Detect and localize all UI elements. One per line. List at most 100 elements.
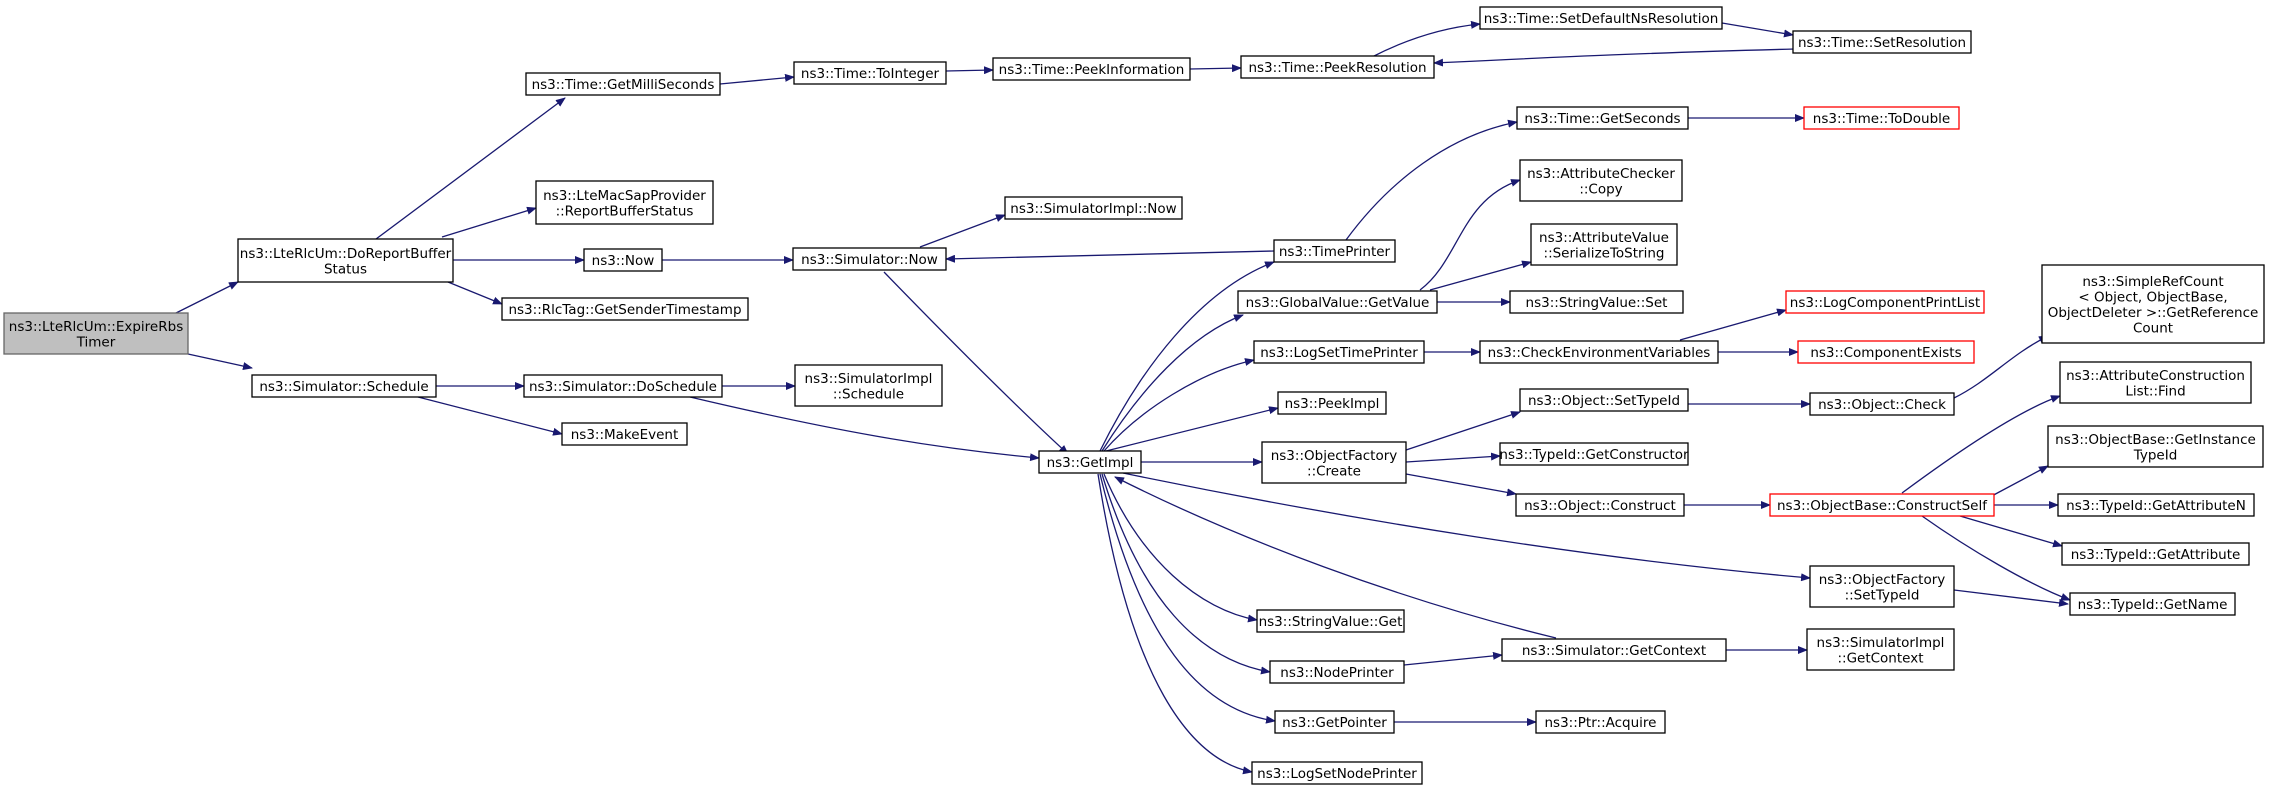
edge-simnow-getimpl — [883, 271, 1069, 455]
node-label: TypeId — [2133, 447, 2178, 463]
node-box — [2061, 542, 2250, 566]
node-peekinfo[interactable]: ns3::Time::PeekInformation — [992, 57, 1191, 81]
node-box — [1237, 290, 1438, 314]
node-label: ns3::Object::Check — [1818, 397, 1946, 413]
node-getpointer[interactable]: ns3::GetPointer — [1274, 710, 1395, 734]
node-strvalset[interactable]: ns3::StringValue::Set — [1509, 290, 1684, 314]
node-box — [1530, 223, 1678, 266]
node-logsettime[interactable]: ns3::LogSetTimePrinter — [1253, 340, 1425, 364]
node-label: ns3::Simulator::GetContext — [1522, 643, 1706, 659]
node-box — [2057, 493, 2255, 517]
node-compexists[interactable]: ns3::ComponentExists — [1797, 340, 1975, 364]
edge-getimpl-globalval — [1101, 314, 1244, 452]
node-label: ns3::Time::ToDouble — [1813, 111, 1950, 127]
edge-obconstructself-obgetinstance — [1987, 465, 2049, 499]
node-label: ns3::SimulatorImpl::Now — [1010, 201, 1176, 217]
node-makeevent[interactable]: ns3::MakeEvent — [561, 422, 688, 446]
edge-doreport-getmilli — [375, 97, 566, 240]
node-peekres[interactable]: ns3::Time::PeekResolution — [1240, 55, 1435, 79]
node-box — [1535, 710, 1666, 734]
node-label: ns3::PeekImpl — [1285, 396, 1380, 412]
node-box — [1261, 441, 1407, 484]
node-logsetnode[interactable]: ns3::LogSetNodePrinter — [1251, 761, 1423, 785]
node-obconstructself[interactable]: ns3::ObjectBase::ConstructSelf — [1769, 493, 1995, 517]
node-now[interactable]: ns3::Now — [583, 248, 663, 272]
node-label: ns3::Ptr::Acquire — [1545, 715, 1657, 731]
node-simgetctx[interactable]: ns3::Simulator::GetContext — [1501, 638, 1727, 662]
node-logcomplist[interactable]: ns3::LogComponentPrintList — [1785, 290, 1985, 314]
edge-peekres-setdefns — [1371, 20, 1481, 58]
node-peekimpl[interactable]: ns3::PeekImpl — [1277, 391, 1387, 415]
node-simplerefcount[interactable]: ns3::SimpleRefCount< Object, ObjectBase,… — [2041, 264, 2265, 344]
node-simnow[interactable]: ns3::Simulator::Now — [792, 247, 947, 271]
node-setres[interactable]: ns3::Time::SetResolution — [1792, 30, 1972, 54]
node-box — [1253, 340, 1425, 364]
node-box — [1519, 388, 1689, 412]
node-tidgetname[interactable]: ns3::TypeId::GetName — [2069, 592, 2236, 616]
node-box — [1516, 106, 1689, 130]
node-box — [535, 180, 714, 225]
node-tointeger[interactable]: ns3::Time::ToInteger — [793, 61, 947, 85]
node-timeprinter[interactable]: ns3::TimePrinter — [1273, 239, 1396, 263]
node-label: ns3::StringValue::Get — [1259, 614, 1403, 630]
node-getimpl[interactable]: ns3::GetImpl — [1038, 450, 1142, 474]
node-tidgetattr[interactable]: ns3::TypeId::GetAttribute — [2061, 542, 2250, 566]
node-label: ns3::Simulator::DoSchedule — [529, 379, 717, 395]
node-getmilli[interactable]: ns3::Time::GetMilliSeconds — [525, 72, 721, 96]
node-getseconds[interactable]: ns3::Time::GetSeconds — [1516, 106, 1689, 130]
node-globalval[interactable]: ns3::GlobalValue::GetValue — [1237, 290, 1438, 314]
node-objcheck[interactable]: ns3::Object::Check — [1809, 392, 1955, 416]
node-tidgetattrn[interactable]: ns3::TypeId::GetAttributeN — [2057, 493, 2255, 517]
node-box — [1803, 106, 1960, 130]
node-label: ns3::LogSetNodePrinter — [1257, 766, 1417, 782]
node-label: ns3::AttributeConstruction — [2066, 368, 2245, 384]
edge-doreport-rlctag — [447, 281, 503, 305]
node-lmsap[interactable]: ns3::LteMacSapProvider::ReportBufferStat… — [535, 180, 714, 225]
node-label: ns3::Time::GetSeconds — [1524, 111, 1680, 127]
node-rlctag[interactable]: ns3::RlcTag::GetSenderTimestamp — [501, 297, 749, 321]
node-objsettype[interactable]: ns3::Object::SetTypeId — [1519, 388, 1689, 412]
node-doschedule[interactable]: ns3::Simulator::DoSchedule — [523, 374, 723, 398]
node-ptracquire[interactable]: ns3::Ptr::Acquire — [1535, 710, 1666, 734]
edge-expire-schedule — [187, 353, 253, 370]
node-checkenv[interactable]: ns3::CheckEnvironmentVariables — [1479, 340, 1719, 364]
node-box — [1785, 290, 1985, 314]
edge-checkenv-logcomplist — [1679, 308, 1787, 341]
node-attrval[interactable]: ns3::AttributeValue::SerializeToString — [1530, 223, 1678, 266]
node-strvalget[interactable]: ns3::StringValue::Get — [1256, 609, 1405, 633]
node-nodeprinter[interactable]: ns3::NodePrinter — [1269, 660, 1405, 684]
node-label: ns3::TypeId::GetAttribute — [2071, 547, 2241, 563]
node-box — [237, 238, 454, 283]
edge-globalval-attrcheck — [1419, 179, 1521, 291]
node-box — [523, 374, 723, 398]
node-simimplgetctx[interactable]: ns3::SimulatorImpl::GetContext — [1806, 628, 1955, 671]
node-simimplnow[interactable]: ns3::SimulatorImpl::Now — [1004, 196, 1183, 220]
node-schedule[interactable]: ns3::Simulator::Schedule — [251, 374, 437, 398]
node-setdefns[interactable]: ns3::Time::SetDefaultNsResolution — [1479, 6, 1723, 30]
node-label: ns3::TypeId::GetAttributeN — [2066, 498, 2246, 514]
node-ofcreate[interactable]: ns3::ObjectFactory::Create — [1261, 441, 1407, 484]
node-ofsettype[interactable]: ns3::ObjectFactory::SetTypeId — [1809, 565, 1955, 608]
node-box — [583, 248, 663, 272]
node-box — [794, 364, 943, 407]
node-attrcheck[interactable]: ns3::AttributeChecker::Copy — [1519, 159, 1683, 202]
node-simimplsched[interactable]: ns3::SimulatorImpl::Schedule — [794, 364, 943, 407]
node-label: ns3::LteRlcUm::ExpireRbs — [9, 319, 183, 335]
edge-getimpl-peekimpl — [1105, 406, 1279, 452]
edge-schedule-makeevent — [417, 396, 563, 436]
node-box — [1038, 450, 1142, 474]
node-label: ns3::Time::PeekInformation — [999, 62, 1185, 78]
edge-tointeger-peekinfo — [945, 66, 994, 75]
node-objconstruct[interactable]: ns3::Object::Construct — [1515, 493, 1685, 517]
node-tidgetctor[interactable]: ns3::TypeId::GetConstructor — [1499, 442, 1689, 466]
node-label: ns3::RlcTag::GetSenderTimestamp — [508, 302, 741, 318]
node-todouble[interactable]: ns3::Time::ToDouble — [1803, 106, 1960, 130]
node-label: ns3::Object::SetTypeId — [1528, 393, 1680, 409]
node-label: ns3::GetImpl — [1047, 455, 1134, 471]
node-label: ns3::TimePrinter — [1279, 244, 1391, 260]
